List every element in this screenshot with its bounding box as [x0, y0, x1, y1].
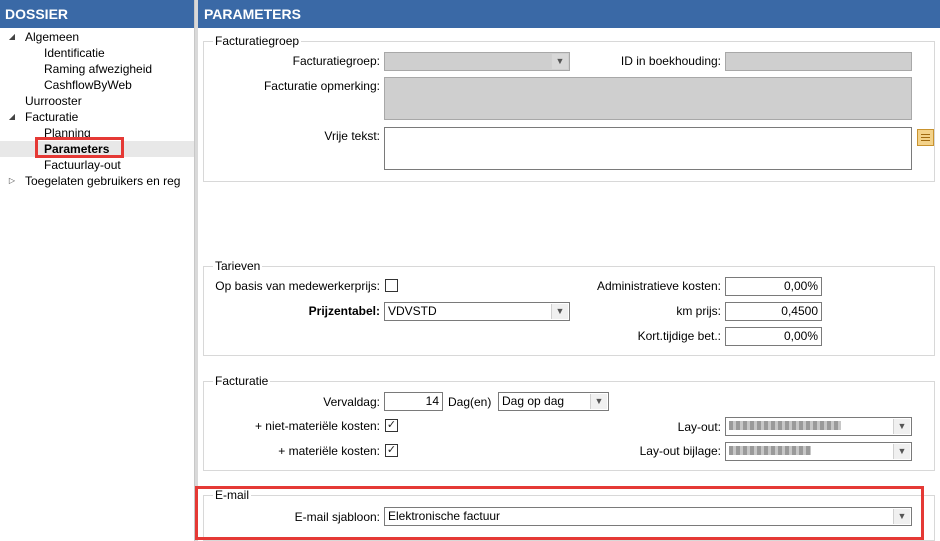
- parameters-panel: PARAMETERS Facturatiegroep Facturatiegro…: [195, 0, 940, 541]
- niet-materiele-kosten-label: + niet-materiële kosten:: [254, 419, 380, 433]
- panel-splitter[interactable]: [195, 0, 198, 541]
- tree-item-factuurlay-out[interactable]: Factuurlay-out: [0, 157, 194, 173]
- vrije-tekst-label: Vrije tekst:: [324, 129, 380, 143]
- vervaldag-field[interactable]: 14: [384, 392, 443, 411]
- korting-tijdige-betaling-label: Kort.tijdige bet.:: [637, 329, 721, 343]
- tarieven-group: Tarieven: [203, 259, 935, 356]
- layout-label: Lay-out:: [677, 420, 721, 434]
- tree-item-label: Planning: [44, 126, 91, 140]
- highlight-box-parameters: [35, 137, 124, 158]
- tree-collapsed-icon[interactable]: ▷: [8, 176, 16, 185]
- email-sjabloon-value: Elektronische factuur: [388, 509, 501, 523]
- facturatiegroep-label: Facturatiegroep:: [292, 54, 380, 68]
- tree-item-label: Uurrooster: [25, 94, 82, 108]
- chevron-down-icon[interactable]: ▼: [893, 419, 910, 434]
- facturatie-opmerking-field[interactable]: [384, 77, 912, 120]
- facturatiegroep-legend: Facturatiegroep: [213, 34, 302, 48]
- email-sjabloon-label: E-mail sjabloon:: [294, 510, 380, 524]
- tree-item-raming-afwezigheid[interactable]: Raming afwezigheid: [0, 61, 194, 77]
- id-boekhouding-field[interactable]: [725, 52, 912, 71]
- email-legend: E-mail: [213, 488, 252, 502]
- layout-bijlage-label: Lay-out bijlage:: [639, 444, 721, 458]
- vervaldag-label: Vervaldag:: [323, 395, 380, 409]
- dagen-unit-label: Dag(en): [448, 395, 492, 409]
- parameters-header: PARAMETERS: [198, 0, 940, 28]
- chevron-down-icon[interactable]: ▼: [893, 509, 910, 524]
- facturatie-opmerking-label: Facturatie opmerking:: [263, 79, 380, 93]
- tree-item-label: Factuurlay-out: [44, 158, 121, 172]
- administratieve-kosten-field[interactable]: 0,00%: [725, 277, 822, 296]
- niet-materiele-kosten-checkbox[interactable]: ✓: [385, 419, 398, 432]
- prijzentabel-value: VDVSTD: [388, 304, 437, 318]
- tree-expanded-icon[interactable]: ◢: [8, 32, 16, 41]
- chevron-down-icon[interactable]: ▼: [590, 394, 607, 409]
- facturatie-group: Facturatie: [203, 374, 935, 471]
- administratieve-kosten-label: Administratieve kosten:: [596, 279, 721, 293]
- dossier-header: DOSSIER: [0, 0, 194, 28]
- tree-item-label: Identificatie: [44, 46, 105, 60]
- tarieven-legend: Tarieven: [213, 259, 263, 273]
- medewerkerprijs-checkbox[interactable]: [385, 279, 398, 292]
- vrije-tekst-field[interactable]: [384, 127, 912, 170]
- facturatiegroep-group: Facturatiegroep: [203, 34, 935, 182]
- tree-item-label: Facturatie: [25, 110, 79, 124]
- tree-item-uurrooster[interactable]: Uurrooster: [0, 93, 194, 109]
- tree-item-toegelaten-gebruikers-en-reg[interactable]: ▷ Toegelaten gebruikers en reg: [0, 173, 194, 189]
- korting-tijdige-betaling-field[interactable]: 0,00%: [725, 327, 822, 346]
- tree-expanded-icon[interactable]: ◢: [8, 112, 16, 121]
- checkmark-icon: ✓: [386, 419, 397, 431]
- tree-item-algemeen[interactable]: ◢ Algemeen: [0, 29, 194, 45]
- facturatie-legend: Facturatie: [213, 374, 271, 388]
- tree-item-facturatie[interactable]: ◢ Facturatie: [0, 109, 194, 125]
- chevron-down-icon[interactable]: ▼: [893, 444, 910, 459]
- tree-item-planning[interactable]: Planning: [0, 125, 194, 141]
- email-sjabloon-select[interactable]: Elektronische factuur ▼: [384, 507, 912, 526]
- materiele-kosten-label: + materiële kosten:: [278, 444, 380, 458]
- tree-item-identificatie[interactable]: Identificatie: [0, 45, 194, 61]
- tree-item-label: Algemeen: [25, 30, 80, 44]
- note-edit-icon[interactable]: [917, 129, 934, 146]
- vervaldag-mode-value: Dag op dag: [502, 394, 565, 408]
- vervaldag-mode-select[interactable]: Dag op dag ▼: [498, 392, 609, 411]
- km-prijs-field[interactable]: 0,4500: [725, 302, 822, 321]
- tree-item-parameters[interactable]: Parameters: [0, 141, 194, 157]
- chevron-down-icon[interactable]: ▼: [551, 304, 568, 319]
- tree-item-cashflowbyweb[interactable]: CashflowByWeb: [0, 77, 194, 93]
- layout-bijlage-redacted-value: [729, 446, 811, 456]
- facturatiegroep-select[interactable]: ▼: [384, 52, 570, 71]
- tree-item-label: CashflowByWeb: [44, 78, 132, 92]
- medewerkerprijs-label: Op basis van medewerkerprijs:: [215, 279, 380, 293]
- materiele-kosten-checkbox[interactable]: ✓: [385, 444, 398, 457]
- layout-redacted-value: [729, 421, 841, 431]
- chevron-down-icon[interactable]: ▼: [551, 54, 568, 69]
- id-boekhouding-label: ID in boekhouding:: [620, 54, 721, 68]
- checkmark-icon: ✓: [386, 444, 397, 456]
- tree-item-label: Toegelaten gebruikers en reg: [25, 174, 181, 188]
- layout-bijlage-select[interactable]: ▼: [725, 442, 912, 461]
- km-prijs-label: km prijs:: [676, 304, 721, 318]
- prijzentabel-label: Prijzentabel:: [308, 304, 380, 318]
- prijzentabel-select[interactable]: VDVSTD ▼: [384, 302, 570, 321]
- tree-item-label: Raming afwezigheid: [44, 62, 153, 76]
- tree-item-label: Parameters: [44, 142, 110, 156]
- layout-select[interactable]: ▼: [725, 417, 912, 436]
- highlight-box-email: [195, 486, 924, 540]
